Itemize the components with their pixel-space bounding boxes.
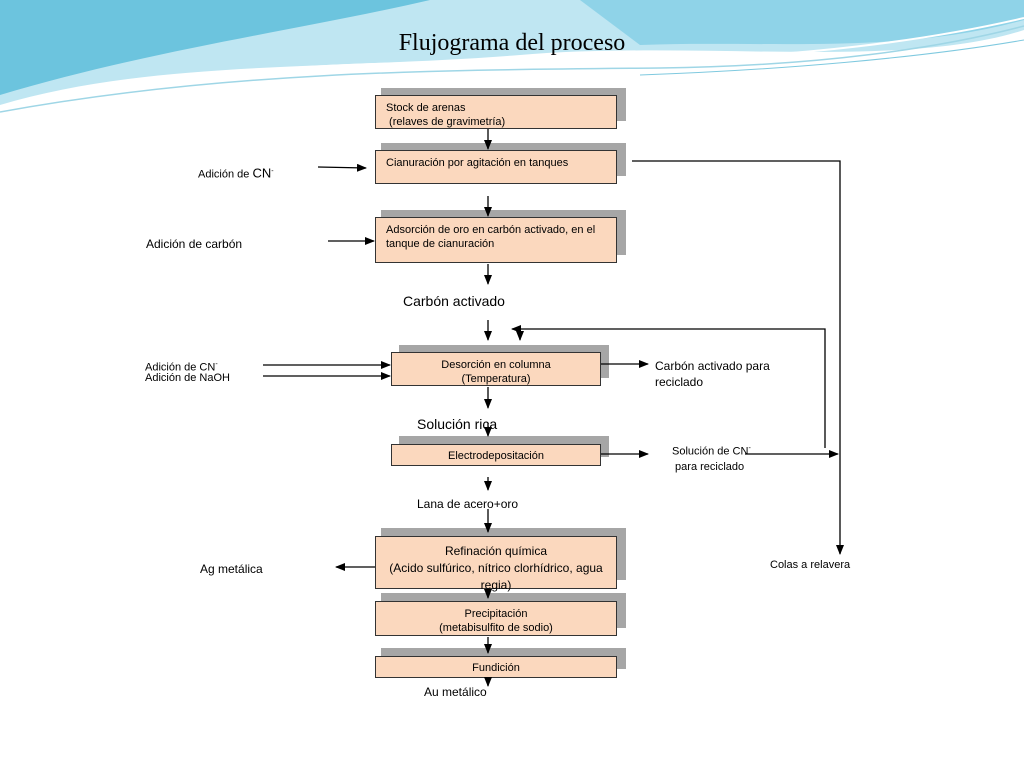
electro-box: Electrodepositación	[391, 444, 601, 466]
refinacion-box: Refinación química (Acido sulfúrico, nít…	[375, 536, 617, 592]
adicion-cn-sup: -	[271, 168, 274, 175]
desorcion-line1: Desorción en columna	[441, 359, 551, 371]
page-title: Flujograma del proceso	[398, 30, 626, 56]
desorcion-box: Desorción en columna (Temperatura)	[391, 352, 601, 386]
carbon-activado-label: Carbón activado	[376, 292, 616, 310]
stock-box: Stock de arenas (relaves de gravimetría)	[375, 95, 617, 129]
lana-label: Lana de acero+oro	[391, 496, 599, 512]
precipitacion-line2: (metabisulfito de sodio)	[439, 622, 553, 634]
stock-line1: Stock de arenas	[386, 102, 466, 114]
adsorcion-box: Adsorción de oro en carbón activado, en …	[375, 217, 617, 263]
ag-metalica-label: Ag metálica	[196, 561, 331, 577]
solucion-cn-label: Solución de CN- para reciclado	[672, 441, 812, 475]
adicion-cn-text: Adición de	[198, 168, 253, 181]
adicion-cn-formula: CN	[252, 165, 272, 181]
solucion-cn-sup: -	[748, 445, 751, 452]
adicion-cn-label-2: Adición de CN-	[145, 357, 218, 376]
solucion-rica-label: Solución rica	[417, 415, 498, 433]
carbon-reciclado-label: Carbón activado para reciclado	[655, 358, 795, 390]
precipitacion-line1: Precipitación	[464, 608, 528, 620]
arrow-adicion-cn	[317, 163, 367, 172]
adicion-carbon-label: Adición de carbón	[146, 236, 296, 252]
fundicion-box: Fundición	[375, 656, 617, 678]
fundicion-text: Fundición	[472, 662, 520, 674]
adicion-cn2-text: Adición de CN	[145, 361, 216, 374]
cianuracion-text: Cianuración por agitación en tanques	[386, 157, 569, 169]
adicion-cn2-sup: -	[215, 361, 218, 368]
solucion-cn-post: para reciclado	[672, 460, 745, 473]
refinacion-line2: (Acido sulfúrico, nítrico clorhídrico, a…	[389, 561, 603, 592]
adicion-naoh-label: Adición de NaOH	[145, 371, 230, 386]
solucion-cn-pre: Solución de CN	[672, 445, 749, 458]
adsorcion-text: Adsorción de oro en carbón activado, en …	[386, 224, 596, 250]
au-metalico-label: Au metálico	[419, 684, 589, 700]
precipitacion-box: Precipitación (metabisulfito de sodio)	[375, 601, 617, 636]
electro-text: Electrodepositación	[447, 450, 544, 462]
colas-label: Colas a relavera	[765, 558, 903, 586]
stock-line2: (relaves de gravimetría)	[386, 116, 506, 128]
header-wave-decoration	[0, 0, 1024, 113]
refinacion-line1: Refinación química	[444, 544, 548, 558]
cianuracion-box: Cianuración por agitación en tanques	[375, 150, 617, 184]
desorcion-line2: (Temperatura)	[461, 373, 531, 385]
adicion-cn-label-1: Adición de CN-	[198, 164, 274, 183]
